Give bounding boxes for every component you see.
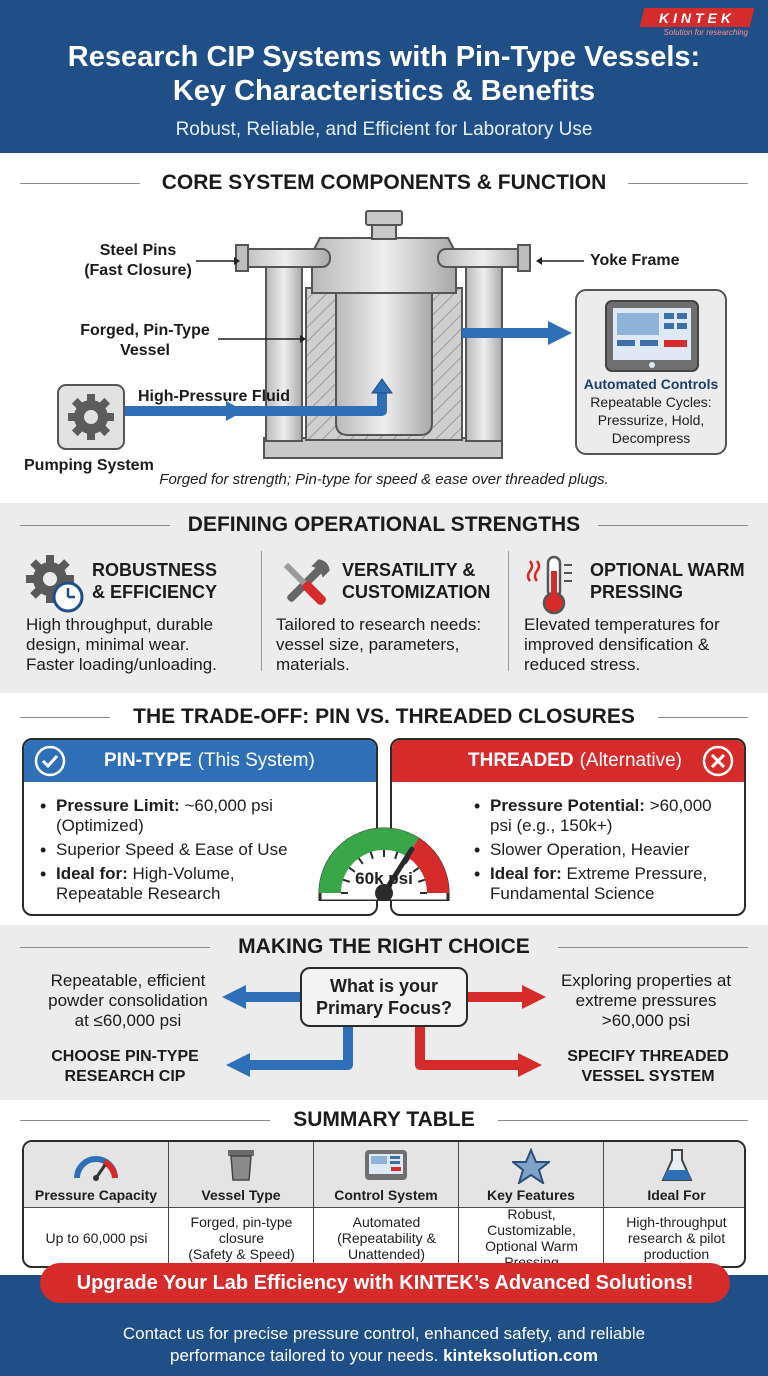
page-title: Research CIP Systems with Pin-Type Vesse… — [0, 40, 768, 108]
label-high-pressure-fluid: High-Pressure Fluid — [138, 388, 291, 405]
divider — [558, 947, 748, 948]
label-steel-pins: Steel Pins(Fast Closure) — [84, 242, 192, 279]
list-item: Ideal for: High-Volume,Repeatable Resear… — [40, 864, 376, 904]
gauge-tick — [357, 857, 364, 865]
components-title: CORE SYSTEM COMPONENTS & FUNCTION — [161, 171, 607, 194]
page-subtitle: Robust, Reliable, and Efficient for Labo… — [175, 119, 593, 140]
divider — [598, 525, 748, 526]
footer-text: Contact us for precise pressure control,… — [122, 1324, 646, 1365]
gear-icon — [68, 394, 114, 440]
divider — [508, 551, 509, 671]
kintek-logo[interactable]: KINTEK Solution for researching — [639, 8, 755, 37]
gauge-tick — [417, 878, 426, 883]
gauge-icon — [74, 1156, 118, 1181]
label-yoke-frame: Yoke Frame — [590, 252, 680, 269]
vessel-cap — [311, 237, 457, 294]
choice-title: MAKING THE RIGHT CHOICE — [238, 935, 530, 958]
list-item: Ideal for: Extreme Pressure,Fundamental … — [474, 864, 744, 904]
divider — [20, 717, 110, 718]
tradeoff-section: THE TRADE-OFF: PIN VS. THREADED CLOSURES… — [0, 693, 768, 925]
flask-icon — [660, 1149, 693, 1181]
list-item: Slower Operation, Heavier — [474, 840, 744, 860]
logo-text: KINTEK — [658, 9, 736, 26]
title-line-1: Research CIP Systems with Pin-Type Vesse… — [67, 41, 701, 73]
components-section: CORE SYSTEM COMPONENTS & FUNCTION — [0, 153, 768, 503]
divider — [20, 947, 210, 948]
gauge-tick — [369, 851, 374, 860]
header: KINTEK Solution for researching Research… — [0, 0, 768, 153]
website-link[interactable]: kinteksolution.com — [443, 1346, 599, 1365]
summary-title: SUMMARY TABLE — [293, 1108, 475, 1131]
strengths-section: DEFINING OPERATIONAL STRENGTHS ROBUSTNES… — [0, 503, 768, 693]
yoke-post-right — [465, 250, 503, 442]
vessel-cavity — [335, 290, 433, 436]
list-item: Superior Speed & Ease of Use — [40, 840, 376, 860]
table-column: Control System Automated(Repeatability &… — [314, 1142, 459, 1266]
gauge-tick — [412, 866, 420, 873]
pin-type-card: PIN-TYPE (This System) Pressure Limit: ~… — [22, 738, 378, 916]
decision-arrows — [222, 985, 546, 1077]
tradeoff-title: THE TRADE-OFF: PIN VS. THREADED CLOSURES — [133, 705, 635, 728]
gauge-tick — [394, 851, 399, 860]
cta-button[interactable]: Upgrade Your Lab Efficiency with KINTEK’… — [40, 1263, 730, 1303]
footer: Upgrade Your Lab Efficiency with KINTEK’… — [0, 1263, 768, 1376]
divider — [628, 183, 748, 184]
divider — [20, 183, 140, 184]
table-column: Key Features Robust,Customizable,Optiona… — [459, 1142, 604, 1266]
table-column: Pressure Capacity Up to 60,000 psi — [24, 1142, 169, 1266]
tools-icon — [283, 559, 330, 605]
steel-pin-left — [239, 248, 331, 268]
check-circle-icon — [34, 745, 66, 777]
pin-type-list: Pressure Limit: ~60,000 psi(Optimized) S… — [24, 782, 376, 904]
threaded-card: THREADED (Alternative) Pressure Potentia… — [390, 738, 746, 916]
gauge-tick — [342, 878, 351, 883]
x-circle-icon — [702, 745, 734, 777]
divider — [20, 1120, 270, 1121]
divider — [498, 1120, 748, 1121]
cip-system-diagram — [57, 210, 727, 459]
threaded-header: THREADED (Alternative) — [392, 740, 744, 782]
divider — [658, 717, 748, 718]
steel-pin-right — [437, 248, 529, 268]
star-icon — [512, 1148, 550, 1184]
pressure-gauge-icon — [318, 827, 450, 901]
gauge-label: 60k psi — [355, 869, 413, 888]
components-caption: Forged for strength; Pin-type for speed … — [159, 471, 609, 488]
list-item: Pressure Limit: ~60,000 psi(Optimized) — [40, 796, 376, 836]
label-pumping-system: Pumping System — [24, 457, 154, 474]
logo-tagline: Solution for researching — [663, 28, 749, 37]
monitor-icon — [365, 1150, 407, 1180]
strengths-title: DEFINING OPERATIONAL STRENGTHS — [187, 513, 581, 536]
controls-text: Automated Controls Repeatable Cycles: Pr… — [583, 376, 719, 446]
gear-clock-icon — [26, 555, 84, 613]
gauge-tick — [348, 866, 356, 873]
divider — [261, 551, 262, 671]
summary-section: SUMMARY TABLE Pressure Capacity Up to 60… — [0, 1100, 768, 1275]
summary-table: Pressure Capacity Up to 60,000 psi Vesse… — [22, 1140, 746, 1268]
title-line-2: Key Characteristics & Benefits — [172, 75, 596, 107]
pin-type-header: PIN-TYPE (This System) — [24, 740, 376, 782]
divider — [20, 525, 170, 526]
thermometer-icon — [526, 555, 572, 615]
vessel-icon — [228, 1150, 254, 1181]
